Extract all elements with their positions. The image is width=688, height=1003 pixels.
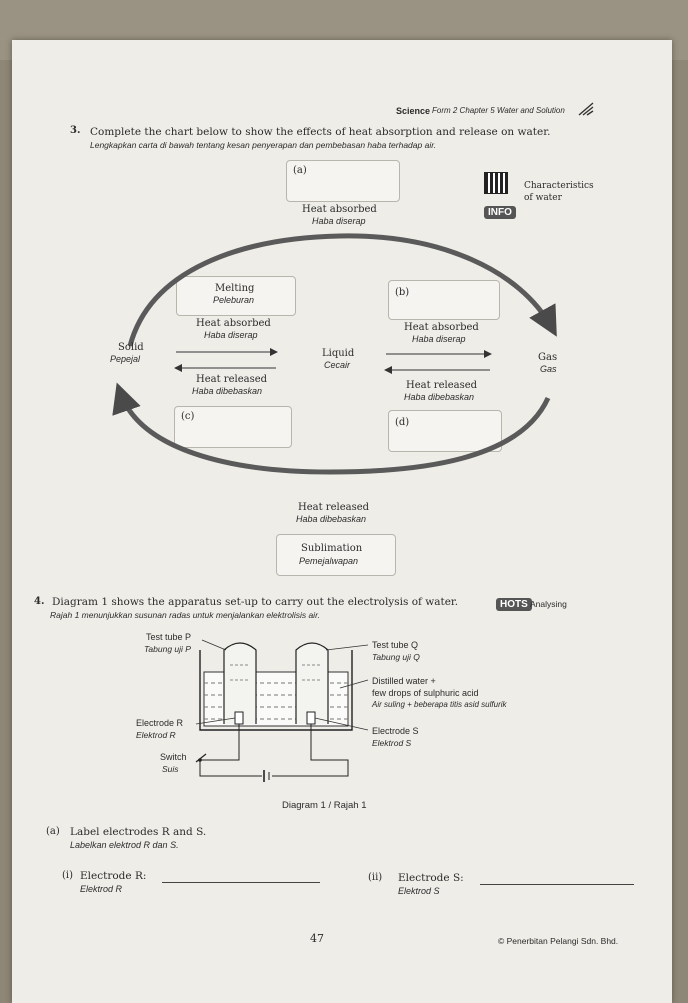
answer-box-b[interactable]: (b) <box>388 280 500 320</box>
heat-released-right-label-malay: Haba dibebaskan <box>404 392 475 402</box>
deposition-arrow <box>112 382 551 475</box>
question-4-instruction-malay: Rajah 1 menunjukkan susunan radas untuk … <box>50 610 320 620</box>
heat-released-bottom-label-malay: Haba dibebaskan <box>296 514 367 524</box>
sublimation-reverse-arrow <box>127 233 557 347</box>
heat-absorbed-right-label-malay: Haba diserap <box>412 334 466 344</box>
heat-absorbed-right-label: Heat absorbed <box>404 322 479 333</box>
test-tube-q-label-malay: Tabung uji Q <box>372 652 420 662</box>
electrode-s-label-malay: Elektrod S <box>372 738 412 748</box>
hots-icon: HOTS <box>496 598 532 611</box>
qr-code-icon <box>484 172 508 194</box>
answer-box-b-label: (b) <box>395 287 410 298</box>
water-label-line-2: few drops of sulphuric acid <box>372 688 479 698</box>
heat-released-left-label: Heat released <box>196 374 268 385</box>
question-3-instruction-malay: Lengkapkan carta di bawah tentang kesan … <box>90 140 437 150</box>
switch-label: Switch <box>160 752 187 762</box>
info-label-line-2: of water <box>524 193 562 203</box>
question-3-number: 3. <box>70 125 81 136</box>
diagram-caption: Diagram 1 / Rajah 1 <box>282 800 367 811</box>
beaker <box>199 650 353 731</box>
gas-label-malay: Gas <box>540 364 557 374</box>
question-4-number: 4. <box>34 596 45 607</box>
answer-box-d-label: (d) <box>395 417 410 428</box>
electrode-r-answer-line[interactable] <box>162 882 320 883</box>
circuit-wire <box>199 724 349 777</box>
pointer-test-tube-p <box>201 639 227 651</box>
heat-absorbed-top-label-malay: Haba diserap <box>312 216 366 226</box>
heat-released-right-label: Heat released <box>406 380 478 391</box>
part-a-label: (a) <box>46 826 60 837</box>
hots-label: Analysing <box>530 599 567 609</box>
test-tube-p <box>223 642 257 724</box>
part-a-instruction: Label electrodes R and S. <box>70 826 207 838</box>
gas-label: Gas <box>538 352 558 363</box>
question-4-instruction: Diagram 1 shows the apparatus set-up to … <box>52 596 459 608</box>
melting-label-malay: Peleburan <box>213 295 255 305</box>
electrode-s-label: Electrode S <box>372 726 419 736</box>
answer-box-a-label: (a) <box>293 165 307 176</box>
sublimation-label-malay: Pemejalwapan <box>299 556 359 566</box>
liquid-label-malay: Cecair <box>324 360 351 370</box>
electrode-s-prompt-malay: Elektrod S <box>398 886 440 896</box>
publisher-credit: © Penerbitan Pelangi Sdn. Bhd. <box>498 936 619 946</box>
electrode-s <box>306 711 316 725</box>
test-tube-p-label: Test tube P <box>146 632 192 642</box>
melting-label: Melting <box>215 283 255 294</box>
header-chapter: Form 2 Chapter 5 Water and Solution <box>432 106 565 115</box>
sublimation-label: Sublimation <box>301 543 363 554</box>
water-label-malay: Air suling + beberapa titis asid sulfuri… <box>372 700 507 709</box>
pointer-test-tube-q <box>325 644 369 651</box>
answer-box-c[interactable]: (c) <box>174 406 292 448</box>
pointer-electrode-s <box>314 717 369 731</box>
electrode-s-prompt: Electrode S: <box>398 872 464 884</box>
heat-absorbed-left-label-malay: Haba diserap <box>204 330 258 340</box>
electrode-r-prompt: Electrode R: <box>80 870 147 882</box>
solid-label-malay: Pepejal <box>110 354 141 364</box>
pointer-water <box>339 679 369 689</box>
switch-label-malay: Suis <box>162 764 179 774</box>
electrode-r-label-malay: Elektrod R <box>136 730 176 740</box>
electrode-s-answer-line[interactable] <box>480 884 634 885</box>
answer-box-d[interactable]: (d) <box>388 410 502 452</box>
electrode-r <box>234 711 244 725</box>
answer-box-a[interactable]: (a) <box>286 160 400 202</box>
liquid-label: Liquid <box>322 348 355 359</box>
electrode-r-label: Electrode R <box>136 718 184 728</box>
question-3-instruction: Complete the chart below to show the eff… <box>90 126 551 138</box>
heat-released-left-label-malay: Haba dibebaskan <box>192 386 263 396</box>
heat-absorbed-left-label: Heat absorbed <box>196 318 271 329</box>
melting-box: Melting Peleburan <box>176 276 296 316</box>
info-badge: INFO <box>484 206 516 219</box>
electrode-r-prompt-malay: Elektrod R <box>80 884 123 894</box>
page-number: 47 <box>310 932 324 945</box>
chapter-icon <box>578 102 594 116</box>
part-a-i-label: (i) <box>62 870 74 881</box>
sublimation-box: Sublimation Pemejalwapan <box>276 534 396 576</box>
answer-box-c-label: (c) <box>181 411 195 422</box>
water-label-line-1: Distilled water + <box>372 676 436 686</box>
part-a-instruction-malay: Labelkan elektrod R dan S. <box>70 840 179 850</box>
info-label-line-1: Characteristics <box>524 181 594 191</box>
test-tube-p-label-malay: Tabung uji P <box>144 644 191 654</box>
test-tube-q-label: Test tube Q <box>372 640 419 650</box>
part-a-ii-label: (ii) <box>368 872 383 883</box>
heat-absorbed-top-label: Heat absorbed <box>302 204 377 215</box>
pointer-electrode-r <box>195 717 236 725</box>
header-subject: Science <box>396 106 431 116</box>
switch <box>195 753 207 763</box>
solid-label: Solid <box>118 342 144 353</box>
heat-released-bottom-label: Heat released <box>298 502 370 513</box>
